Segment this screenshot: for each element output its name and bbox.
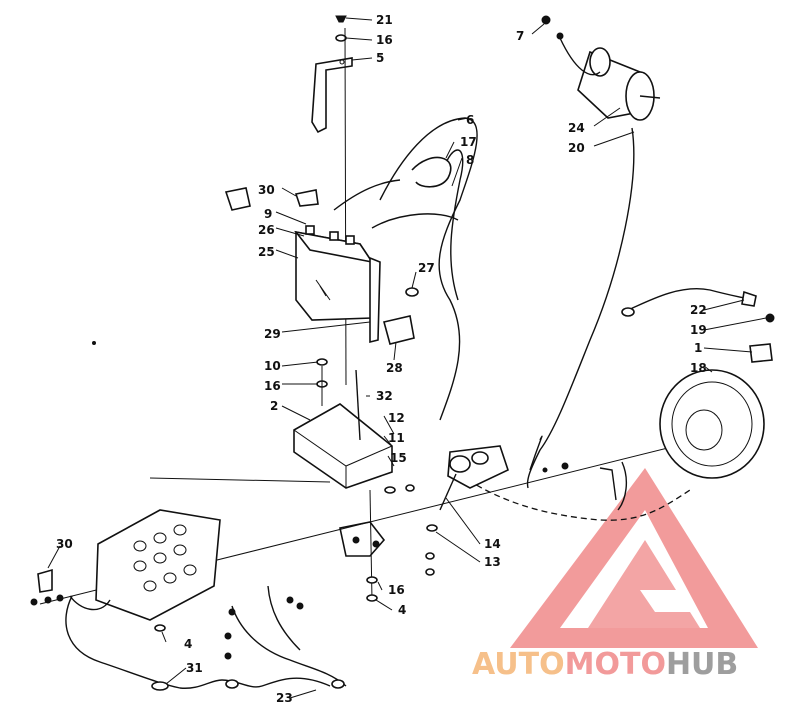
callout-31: 31	[186, 661, 203, 675]
tray-bolt	[316, 358, 328, 406]
callout-5: 5	[376, 51, 384, 65]
watermark-hub: HUB	[666, 647, 738, 682]
harness-connectors	[30, 594, 239, 691]
callout-26: 26	[258, 223, 275, 237]
callout-1: 1	[694, 341, 702, 355]
leader-lines	[47, 17, 767, 699]
callout-22: 22	[690, 303, 707, 317]
callout-13: 13	[484, 555, 501, 569]
callout-27: 27	[418, 261, 435, 275]
callout-32: 32	[376, 389, 393, 403]
callouts: 21 16 5 7 6 17 8 24 20 30 9 26 25 27 29 …	[56, 13, 707, 705]
callout-7: 7	[516, 29, 524, 43]
watermark-logo	[510, 468, 758, 648]
battery	[294, 225, 374, 321]
callout-2: 2	[270, 399, 278, 413]
callout-4b: 4	[398, 603, 406, 617]
callout-29: 29	[264, 327, 281, 341]
callout-18: 18	[690, 361, 707, 375]
harness-branch	[69, 595, 111, 611]
watermark-auto: AUTO	[472, 647, 565, 682]
watermark-moto: MOTO	[565, 647, 666, 682]
callout-9: 9	[264, 207, 272, 221]
watermark-inner	[588, 540, 700, 628]
solenoid	[384, 445, 509, 532]
loop-cable-inner	[439, 149, 464, 301]
callout-19: 19	[690, 323, 707, 337]
callout-28: 28	[386, 361, 403, 375]
battery-tray	[293, 369, 393, 489]
terminal-cap	[224, 187, 319, 211]
callout-30: 30	[258, 183, 275, 197]
mount-bracket	[339, 489, 435, 602]
callout-30b: 30	[56, 537, 73, 551]
callout-8: 8	[466, 153, 474, 167]
main-harness	[65, 595, 331, 689]
callout-16c: 16	[388, 583, 405, 597]
battery-cable-negative	[371, 213, 459, 229]
cable-route-dashed	[467, 479, 691, 521]
starter-cable	[526, 127, 635, 489]
callout-4: 4	[184, 637, 192, 651]
callout-21: 21	[376, 13, 393, 27]
ground-wire	[529, 435, 628, 511]
lead-wire	[621, 288, 775, 323]
watermark-text: AUTOMOTOHUB	[472, 647, 738, 682]
callout-12: 12	[388, 411, 405, 425]
terminal-cap-lower	[37, 568, 53, 593]
label-plate	[383, 315, 415, 345]
battery-cable-positive	[333, 179, 401, 211]
callout-17: 17	[460, 135, 477, 149]
fuse	[405, 287, 419, 297]
decal	[749, 343, 773, 363]
callout-6: 6	[466, 113, 474, 127]
callout-16b: 16	[264, 379, 281, 393]
callout-24: 24	[568, 121, 585, 135]
callout-20: 20	[568, 141, 585, 155]
recoil-housing	[659, 369, 765, 479]
starter-motor	[541, 15, 661, 121]
battery-bracket	[311, 15, 353, 386]
callout-10: 10	[264, 359, 281, 373]
ignition-harness	[224, 585, 347, 689]
axis-line-2	[149, 477, 331, 483]
cable-clip	[411, 156, 452, 188]
watermark-triangle	[510, 468, 758, 648]
callout-16: 16	[376, 33, 393, 47]
callout-14: 14	[484, 537, 501, 551]
callout-25: 25	[258, 245, 275, 259]
stray-dot	[92, 341, 96, 345]
callout-23: 23	[276, 691, 293, 705]
callout-11: 11	[388, 431, 405, 445]
callout-15: 15	[390, 451, 407, 465]
heat-shield	[95, 509, 221, 632]
battery-strap	[369, 256, 381, 344]
loop-cable	[379, 117, 478, 421]
